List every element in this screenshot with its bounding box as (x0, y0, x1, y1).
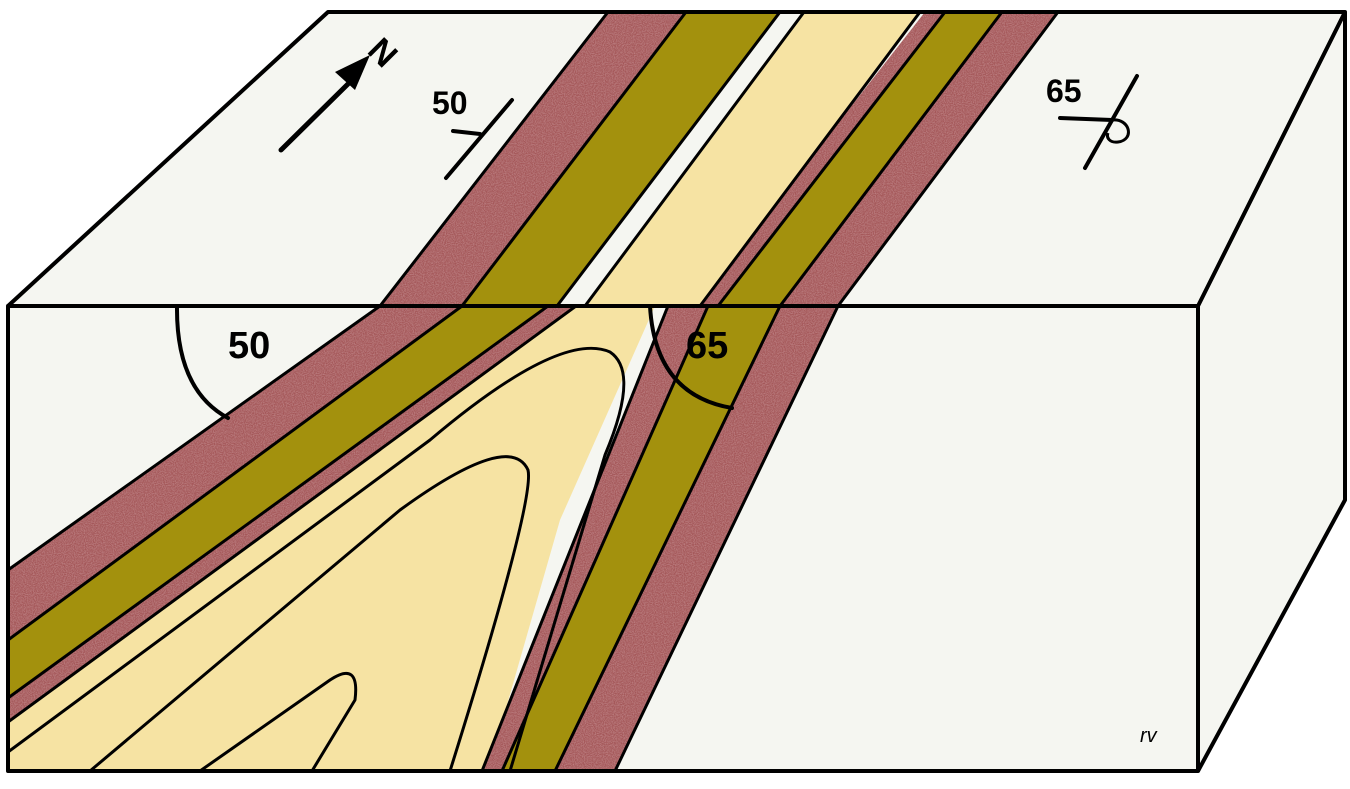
top-face-background (8, 12, 1345, 306)
front-red-band-right-outer (555, 306, 838, 771)
top-olive-band-left (462, 12, 780, 306)
strike-dip-right-label: 65 (1046, 73, 1082, 109)
front-olive-band-right (502, 306, 780, 771)
dip-angle-right-label: 65 (686, 325, 728, 367)
dip-arc-left (174, 304, 230, 420)
top-cream-core (585, 12, 920, 306)
front-red-band-right-inner (482, 306, 708, 771)
dip-arc-right (648, 304, 734, 410)
strike-dip-left-label: 50 (432, 85, 468, 121)
signature: rv (1140, 725, 1158, 747)
side-face (1198, 12, 1345, 771)
north-arrow-head (335, 55, 370, 90)
top-olive-band-right (718, 12, 1002, 306)
dip-angle-left-label: 50 (228, 325, 270, 367)
strike-dip-symbol-right: 65 (1046, 73, 1139, 170)
front-face (8, 306, 1198, 771)
top-red-band-left (380, 12, 686, 306)
front-cream-core (8, 306, 655, 771)
north-arrow-shaft (278, 79, 353, 153)
top-face (8, 12, 1345, 306)
overturned-hook (1106, 118, 1130, 144)
strike-dip-symbol-left: 50 (432, 85, 514, 180)
